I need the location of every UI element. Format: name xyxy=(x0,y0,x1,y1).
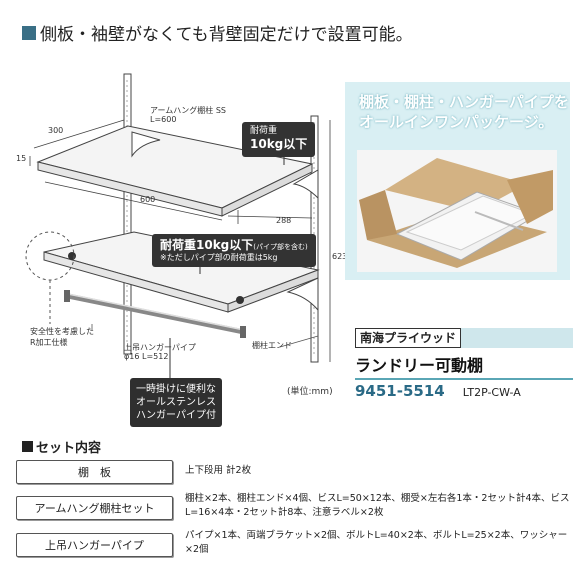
product-code: 9451-5514 xyxy=(355,382,445,400)
set-row-name: 棚 板 xyxy=(16,460,173,484)
package-photo xyxy=(357,150,557,272)
r-process-label: R加工仕様 xyxy=(30,338,68,347)
package-line1: 棚板・棚柱・ハンガーパイプを xyxy=(359,93,569,111)
hanger-pipe-label: 上吊ハンガーパイプ xyxy=(124,343,196,352)
package-line2: オールインワンパッケージ。 xyxy=(359,113,554,132)
product-name: ランドリー可動棚 xyxy=(355,356,484,375)
dim-600-label: 600 xyxy=(140,195,156,204)
dim-288-label: 288 xyxy=(276,216,292,225)
arm-pillar-label: アームハング棚柱 SS xyxy=(150,106,226,115)
product-model: LT2P-CW-A xyxy=(462,386,521,399)
pillar-left xyxy=(123,73,132,355)
pipe-feature-callout: 一時掛けに便利な オールステンレス ハンガーパイプ付 xyxy=(130,378,222,427)
set-row-hanger-pipe: 上吊ハンガーパイプ パイプ×1本、両端ブラケット×2個、ボルトL=40×2本、ボ… xyxy=(16,530,580,557)
lower-load-note: (パイプ部を含む) xyxy=(253,243,308,251)
brand-bar xyxy=(461,328,573,348)
dim-15-label: 15 xyxy=(16,154,27,163)
pipe-feature-line2: オールステンレス xyxy=(136,397,216,408)
safety-label: 安全性を考慮した xyxy=(30,327,94,336)
heading-text: 側板・袖壁がなくても背壁固定だけで設置可能。 xyxy=(40,25,413,45)
pipe-feature-line3: ハンガーパイプ付 xyxy=(136,410,216,421)
section-heading: 側板・袖壁がなくても背壁固定だけで設置可能。 xyxy=(22,20,413,45)
pipe-spec-label: φ16 L=512 xyxy=(124,352,169,361)
pillar-end-label: 棚柱エンド xyxy=(252,341,292,350)
set-contents-title-text: セット内容 xyxy=(36,441,102,456)
shelf-illustration xyxy=(25,73,331,378)
set-row-content: パイプ×1本、両端ブラケット×2個、ボルトL=40×2本、ボルトL=25×2本、… xyxy=(185,530,568,555)
product-info: 南海プライウッド ランドリー可動棚 9451-5514 LT2P-CW-A xyxy=(355,328,573,400)
package-panel: 棚板・棚柱・ハンガーパイプを オールインワンパッケージ。 xyxy=(345,82,570,280)
unit-label: (単位:mm) xyxy=(287,387,333,397)
set-row-shelf: 棚 板 上下段用 計2枚 xyxy=(16,460,580,484)
lower-load-callout: 耐荷重10kg以下(パイプ部を含む) ※ただしパイプ部の耐荷重は5kg xyxy=(152,234,316,268)
set-row-content: 棚柱×2本、棚柱エンド×4個、ビスL=50×12本、棚受×左右各1本・2セット計… xyxy=(185,493,570,518)
set-row-content: 上下段用 計2枚 xyxy=(185,465,252,476)
set-contents-title: セット内容 xyxy=(22,437,101,456)
product-divider xyxy=(355,378,573,380)
shelf-diagram: アームハング棚柱 SS L=600 300 15 600 288 623 安全性… xyxy=(0,60,584,427)
square-bullet-icon xyxy=(22,441,33,452)
upper-load-callout: 耐荷重 10kg以下 xyxy=(242,122,316,157)
lower-load-line1: 耐荷重10kg以下 xyxy=(160,238,254,252)
set-row-arm-pillar: アームハング棚柱セット 棚柱×2本、棚柱エンド×4個、ビスL=50×12本、棚受… xyxy=(16,493,580,520)
set-row-name: 上吊ハンガーパイプ xyxy=(16,533,173,557)
square-bullet-icon xyxy=(22,25,36,40)
hanger-pipe xyxy=(67,293,245,335)
set-row-name: アームハング棚柱セット xyxy=(16,496,173,520)
dim-623-label: 623 xyxy=(332,252,348,261)
brand-name: 南海プライウッド xyxy=(355,328,462,348)
arm-length-label: L=600 xyxy=(150,115,177,124)
dim-300-label: 300 xyxy=(48,126,64,135)
upper-load-line1: 耐荷重 xyxy=(250,126,278,136)
pipe-feature-line1: 一時掛けに便利な xyxy=(136,384,216,395)
lower-load-line2: ※ただしパイプ部の耐荷重は5kg xyxy=(160,253,278,263)
upper-load-line2: 10kg以下 xyxy=(250,137,308,152)
